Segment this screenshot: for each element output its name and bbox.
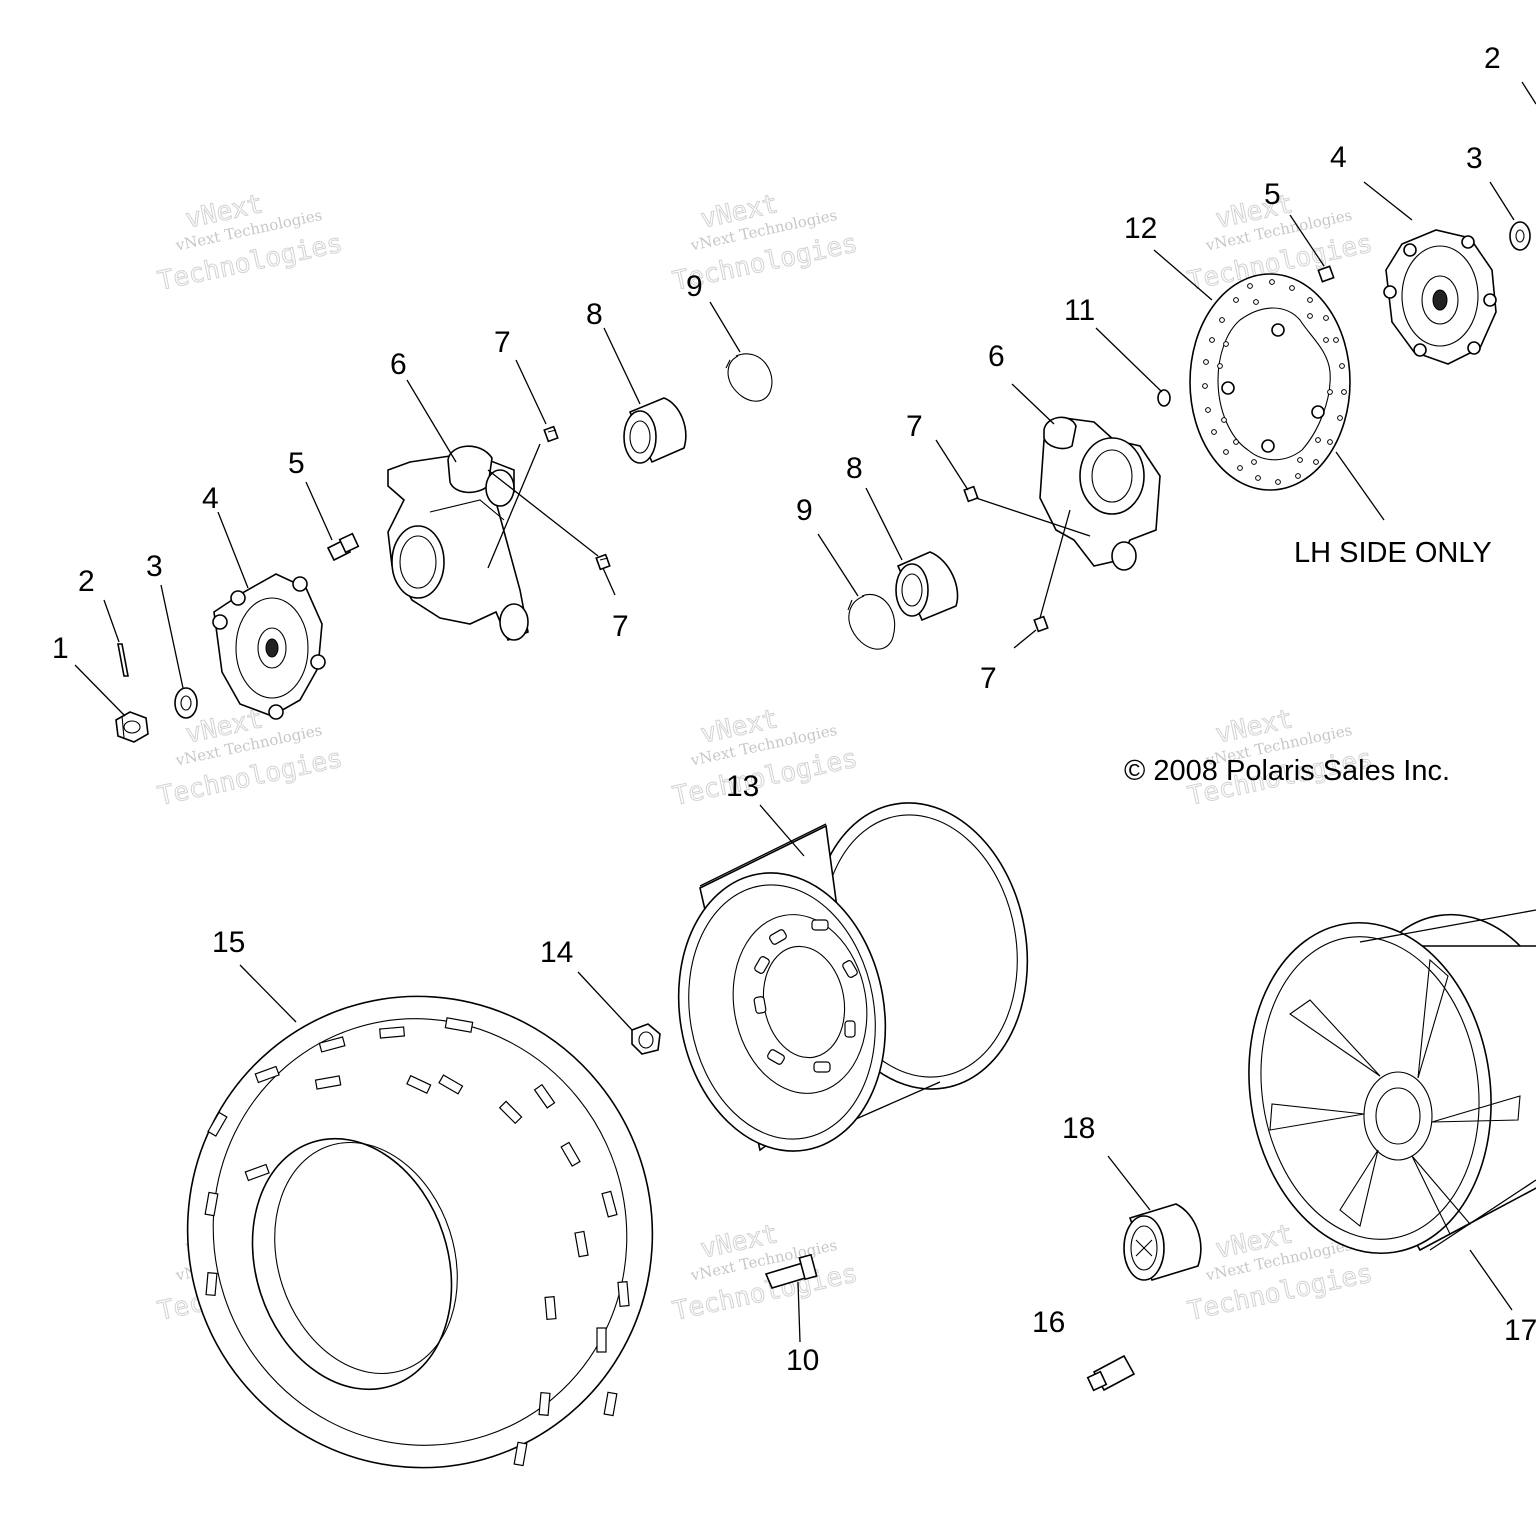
- part-lug-bolt: [1086, 1354, 1136, 1392]
- callout-1: 1: [52, 632, 69, 665]
- part-steel-wheel: [677, 802, 1029, 1152]
- part-castle-nut: [115, 711, 149, 743]
- part-grease-fitting: [1033, 615, 1049, 633]
- lh-side-only-note: LH SIDE ONLY: [1294, 537, 1492, 569]
- part-wheel-hub: [1383, 229, 1497, 365]
- part-center-cap: [1123, 1203, 1202, 1281]
- callout-3: 3: [1466, 142, 1483, 175]
- callout-5: 5: [288, 447, 305, 480]
- callout-14: 14: [540, 936, 573, 969]
- callout-17: 17: [1504, 1314, 1536, 1347]
- callout-7: 7: [980, 662, 997, 695]
- callout-labels: 1 2 2 3 3 4 4 5 5 6 6 7 7 7 7 8 8 9 9 10…: [52, 42, 1536, 1377]
- part-wheel-bearing: [623, 397, 687, 464]
- callout-8: 8: [846, 452, 863, 485]
- part-washer: [174, 687, 198, 719]
- part-snap-ring: [725, 353, 773, 402]
- watermark: Technologies vNext Technologies vNext: [670, 704, 861, 813]
- callout-13: 13: [726, 770, 759, 803]
- callout-7: 7: [494, 326, 511, 359]
- callout-15: 15: [212, 926, 245, 959]
- leader-lines: [74, 81, 1536, 1343]
- part-washer: [1509, 221, 1531, 251]
- callout-9: 9: [686, 270, 703, 303]
- callout-11: 11: [1064, 294, 1095, 327]
- part-grease-fitting: [963, 485, 979, 503]
- callout-3: 3: [146, 550, 163, 583]
- wheel-spokes: [1269, 958, 1521, 1235]
- callout-4: 4: [1330, 141, 1347, 174]
- part-snap-ring: [847, 593, 896, 650]
- tire-tread-blocks: [204, 1017, 630, 1467]
- part-lug-nut: [631, 1023, 661, 1055]
- part-wheel-bearing: [895, 551, 959, 622]
- rotor-holes: [1202, 279, 1347, 485]
- part-tire: [186, 995, 654, 1469]
- callout-16: 16: [1032, 1306, 1065, 1339]
- callout-18: 18: [1062, 1112, 1095, 1145]
- part-grease-fitting: [543, 425, 559, 443]
- watermark: Technologies vNext Technologies vNext: [155, 189, 346, 298]
- watermark: Technologies vNext Technologies vNext: [155, 704, 346, 813]
- part-brake-rotor: [1189, 273, 1351, 491]
- callout-9: 9: [796, 494, 813, 527]
- copyright-note: © 2008 Polaris Sales Inc.: [1124, 755, 1450, 787]
- callout-10: 10: [786, 1344, 819, 1377]
- callout-6: 6: [988, 340, 1005, 373]
- callout-5: 5: [1264, 178, 1281, 211]
- watermark: Technologies vNext Technologies vNext: [1185, 704, 1376, 813]
- wheel-lug-slots: [753, 919, 858, 1073]
- callout-8: 8: [586, 298, 603, 331]
- part-cotter-pin: [117, 643, 129, 677]
- part-wheel-hub: [212, 573, 326, 720]
- part-steering-knuckle: [387, 445, 529, 642]
- watermark: Technologies vNext Technologies vNext: [670, 1219, 861, 1328]
- callout-2: 2: [1484, 42, 1501, 75]
- part-grease-fitting: [595, 553, 611, 571]
- callout-7: 7: [906, 410, 923, 443]
- part-valve-stem: [764, 1253, 818, 1289]
- callout-4: 4: [202, 482, 219, 515]
- part-wheel-stud: [326, 532, 360, 562]
- part-steering-knuckle: [1039, 416, 1161, 571]
- callout-12: 12: [1124, 212, 1157, 245]
- part-wheel-stud: [1317, 265, 1335, 283]
- part-rotor-bolt: [1157, 389, 1171, 407]
- part-aluminum-wheel: [1248, 909, 1536, 1255]
- callout-2: 2: [78, 565, 95, 598]
- callout-7: 7: [612, 610, 629, 643]
- callout-6: 6: [390, 348, 407, 381]
